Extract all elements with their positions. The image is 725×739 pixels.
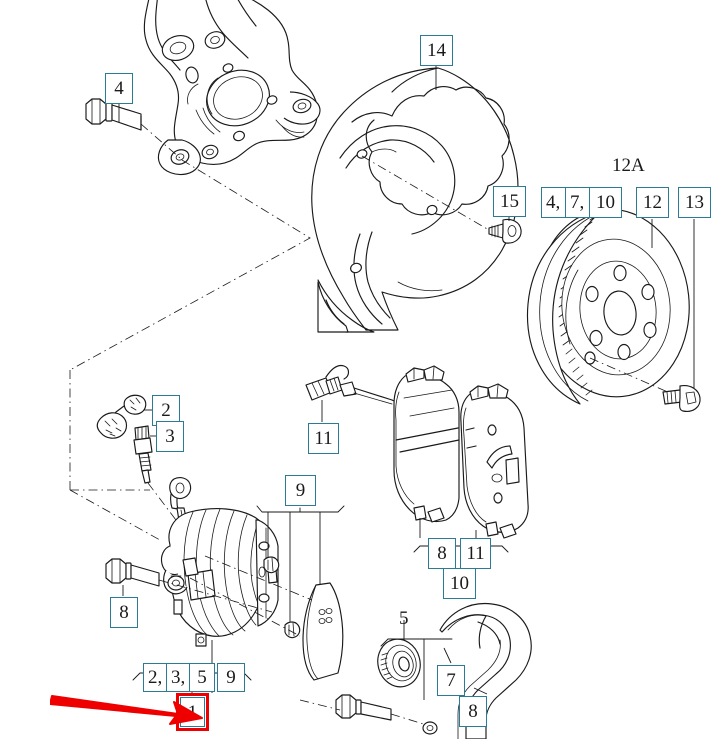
callout-8-caliper-bolt[interactable]: 8 [110, 597, 138, 628]
group-label-12a: 12A [612, 155, 645, 176]
callout-10-brake-pad-set[interactable]: 10 [443, 568, 476, 599]
callout-8-pad-bolt[interactable]: 8 [428, 538, 456, 569]
splash-shield-art [311, 66, 519, 333]
group-label-5: 5 [399, 608, 409, 629]
shim-and-clips-art [189, 505, 345, 681]
bleeder-parts-art [96, 394, 183, 529]
callout-4-disc-group-bolt[interactable]: 4, [541, 187, 567, 218]
callout-9-bottom-group-shim[interactable]: 9 [217, 663, 245, 692]
callout-7-hose-bracket[interactable]: 7 [437, 665, 465, 696]
steering-knuckle-art [143, 0, 321, 176]
brake-pads-art [393, 365, 529, 570]
callout-10-disc-group-item[interactable]: 10 [589, 187, 622, 218]
callout-11-pad-wear-sensor[interactable]: 11 [308, 423, 339, 454]
brake-disc-art [526, 208, 695, 405]
callout-2-bleeder-cap[interactable]: 2 [152, 395, 180, 426]
callout-7-disc-group-washer[interactable]: 7, [565, 187, 591, 218]
shield-screw-art [488, 216, 522, 244]
disc-retaining-screw-art [662, 385, 701, 412]
callout-12-brake-disc[interactable]: 12 [636, 187, 669, 218]
callout-8-hose-bolt[interactable]: 8 [459, 696, 487, 727]
seal-ring-art [377, 620, 421, 688]
callout-3-bleeder-valve[interactable]: 3 [156, 421, 184, 452]
red-arrow-icon [50, 695, 203, 725]
callout-9-shim-and-clips[interactable]: 9 [285, 475, 316, 506]
callout-15-shield-screw[interactable]: 15 [493, 186, 526, 217]
callout-11-pad-sensor[interactable]: 11 [460, 538, 491, 569]
callout-2-bottom-group-bleeder-cap[interactable]: 2, [143, 663, 167, 692]
knuckle-bolt-art [85, 98, 181, 159]
callout-4-knuckle-bolt[interactable]: 4 [105, 73, 133, 104]
callout-3-bottom-group-bleeder-valve[interactable]: 3, [166, 663, 190, 692]
assembly-axis [69, 159, 311, 371]
callout-14-brake-splash-shield[interactable]: 14 [420, 35, 453, 66]
caliper-bolt-left-art [105, 558, 273, 613]
callout-5-bottom-group-seal[interactable]: 5 [189, 663, 215, 692]
callout-13-disc-retaining-screw[interactable]: 13 [678, 187, 711, 218]
